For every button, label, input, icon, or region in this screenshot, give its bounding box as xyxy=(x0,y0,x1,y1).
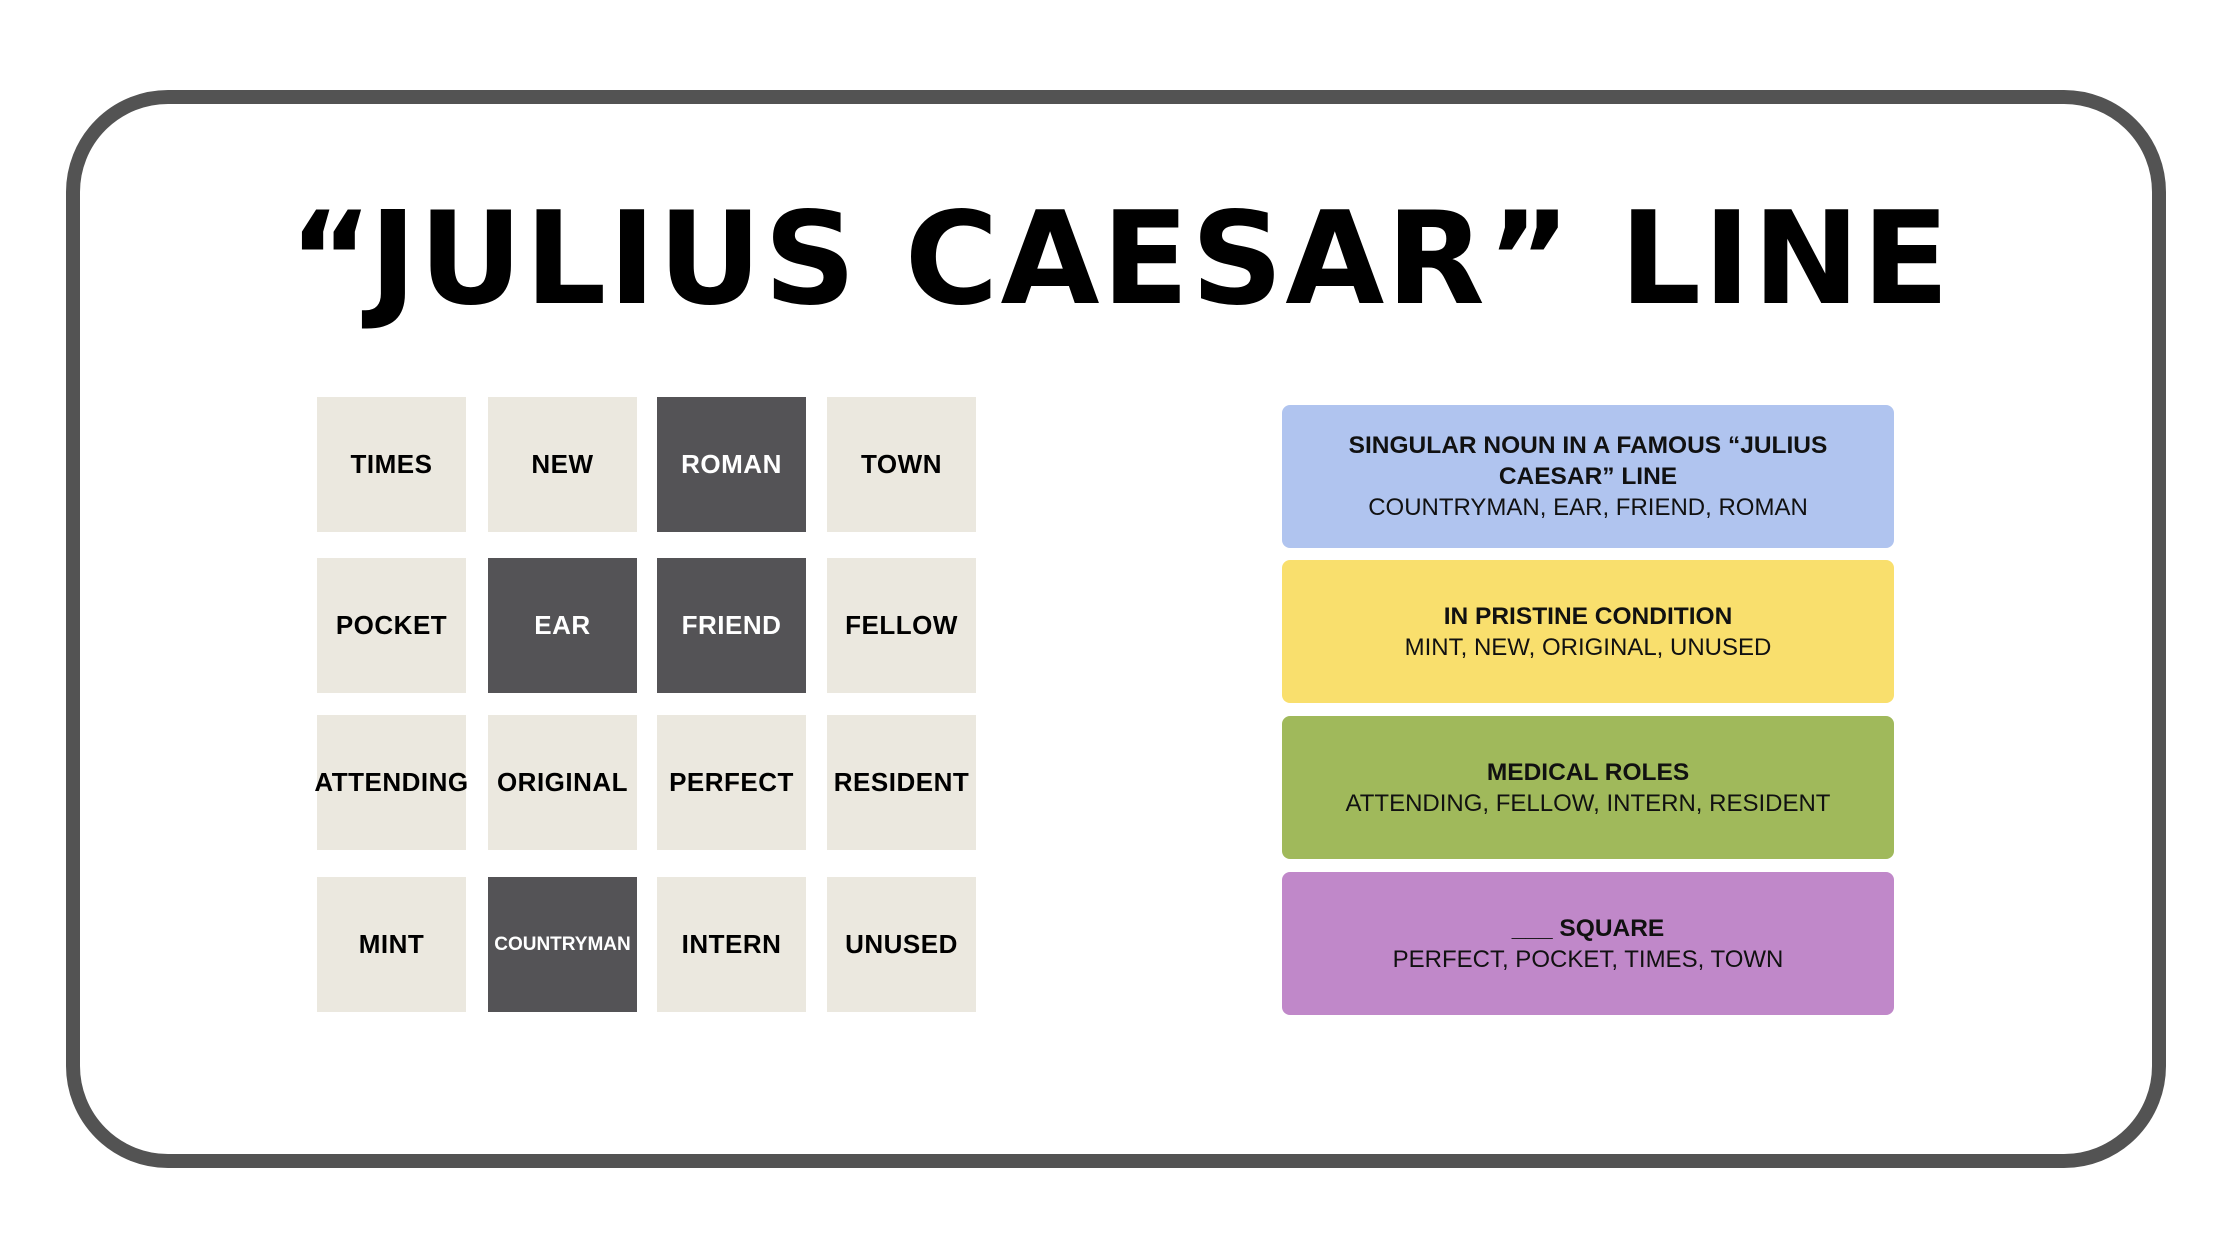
word-tile[interactable]: TIMES xyxy=(317,397,466,532)
page-title: “JULIUS CAESAR” LINE xyxy=(288,185,1952,334)
word-tile[interactable]: ROMAN xyxy=(657,397,806,532)
group-words: ATTENDING, FELLOW, INTERN, RESIDENT xyxy=(1345,789,1831,817)
word-tile[interactable]: POCKET xyxy=(317,558,466,693)
word-tile[interactable]: EAR xyxy=(488,558,637,693)
group-card-purple: ___ SQUARE PERFECT, POCKET, TIMES, TOWN xyxy=(1282,872,1894,1015)
group-name: ___ SQUARE xyxy=(1511,914,1665,942)
word-grid: TIMES NEW ROMAN TOWN POCKET EAR FRIEND F… xyxy=(314,397,979,1014)
word-tile[interactable]: TOWN xyxy=(827,397,976,532)
word-tile[interactable]: NEW xyxy=(488,397,637,532)
group-name: IN PRISTINE CONDITION xyxy=(1443,602,1733,630)
word-tile[interactable]: PERFECT xyxy=(657,715,806,850)
group-card-yellow: IN PRISTINE CONDITION MINT, NEW, ORIGINA… xyxy=(1282,560,1894,703)
word-tile[interactable]: FRIEND xyxy=(657,558,806,693)
group-name: SINGULAR NOUN IN A FAMOUS “JULIUS CAESAR… xyxy=(1348,432,1828,490)
group-card-blue: SINGULAR NOUN IN A FAMOUS “JULIUS CAESAR… xyxy=(1282,405,1894,548)
group-words: PERFECT, POCKET, TIMES, TOWN xyxy=(1392,945,1784,973)
word-tile[interactable]: RESIDENT xyxy=(827,715,976,850)
word-tile[interactable]: INTERN xyxy=(657,877,806,1012)
word-tile[interactable]: FELLOW xyxy=(827,558,976,693)
group-words: COUNTRYMAN, EAR, FRIEND, ROMAN xyxy=(1368,494,1808,521)
group-card-green: MEDICAL ROLES ATTENDING, FELLOW, INTERN,… xyxy=(1282,716,1894,859)
word-tile[interactable]: ATTENDING xyxy=(314,715,468,850)
word-tile[interactable]: MINT xyxy=(317,877,466,1012)
group-name: MEDICAL ROLES xyxy=(1486,758,1690,786)
word-tile[interactable]: COUNTRYMAN xyxy=(488,877,637,1012)
group-words: MINT, NEW, ORIGINAL, UNUSED xyxy=(1404,633,1772,661)
word-tile[interactable]: ORIGINAL xyxy=(488,715,637,850)
word-tile[interactable]: UNUSED xyxy=(827,877,976,1012)
